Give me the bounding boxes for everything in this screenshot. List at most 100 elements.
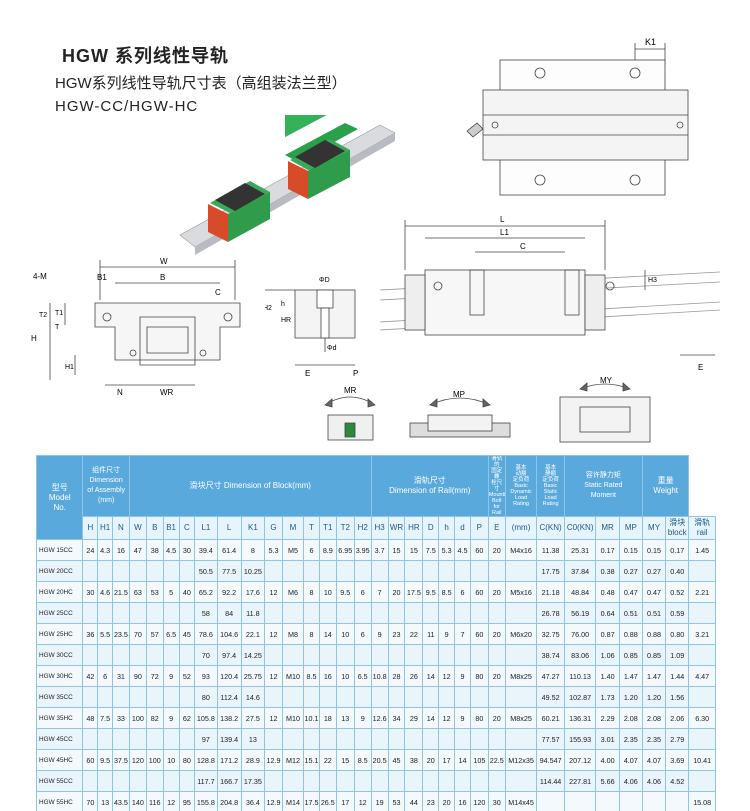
col-block: 滑块尺寸 Dimension of Block(mm): [128, 455, 372, 517]
table-cell: M5x16: [504, 581, 538, 603]
table-cell: [281, 770, 305, 792]
table-cell: 171.2: [216, 749, 242, 771]
table-cell: [97, 728, 113, 750]
table-cell: 12.9: [264, 791, 283, 811]
table-cell: [387, 728, 406, 750]
table-cell: 6.5: [353, 665, 372, 687]
label-k1: K1: [645, 37, 656, 47]
table-cell: [111, 686, 130, 708]
table-cell: 155.8: [194, 791, 218, 811]
table-cell: 1.20: [641, 686, 667, 708]
table-cell: 38: [404, 749, 424, 771]
table-cell: [504, 770, 538, 792]
table-cell: [353, 602, 372, 624]
table-cell: [404, 602, 424, 624]
table-cell: 72: [145, 665, 164, 687]
label-w: W: [160, 257, 168, 266]
model-codes: HGW-CC/HGW-HC: [55, 98, 199, 115]
col-dynamic: 基本 动额 定负荷 Basic Dynamic Load Rating: [504, 455, 538, 517]
table-cell: 17.35: [240, 770, 266, 792]
table-cell: [469, 602, 489, 624]
table-cell: [370, 686, 389, 708]
table-cell: 57: [145, 623, 164, 645]
table-cell: 100: [145, 749, 164, 771]
model-cell: HGW 30CC: [36, 644, 84, 666]
table-cell: [404, 686, 424, 708]
table-cell: [162, 728, 180, 750]
table-cell: [422, 770, 440, 792]
label-p: P: [353, 369, 358, 378]
table-cell: [162, 602, 180, 624]
table-cell: [487, 644, 506, 666]
table-cell: M12x35: [504, 749, 538, 771]
table-cell: [353, 560, 372, 582]
table-cell: M8x25: [504, 665, 538, 687]
table-cell: 20: [487, 539, 506, 561]
table-cell: 9: [370, 623, 389, 645]
table-cell: 60: [469, 539, 489, 561]
col-rail: 滑轨尺寸 Dimension of Rail(mm): [370, 455, 489, 517]
table-cell: 8.5: [353, 749, 372, 771]
table-cell: 117.7: [194, 770, 218, 792]
table-cell: 14: [318, 623, 337, 645]
table-cell: 6: [303, 539, 320, 561]
table-cell: 10.8: [370, 665, 389, 687]
table-cell: 18: [318, 707, 337, 729]
table-cell: 15.1: [303, 749, 320, 771]
table-cell: 112.4: [216, 686, 242, 708]
table-cell: 80: [469, 707, 489, 729]
table-cell: [438, 602, 456, 624]
table-cell: [178, 728, 196, 750]
table-cell: 65.2: [194, 581, 218, 603]
table-cell: [318, 602, 337, 624]
table-cell: 4.3: [97, 539, 113, 561]
table-cell: [504, 644, 538, 666]
table-cell: 12: [264, 623, 283, 645]
table-cell: 4.52: [665, 770, 690, 792]
table-cell: 6.95: [335, 539, 355, 561]
table-cell: 9: [454, 665, 471, 687]
table-cell: 42: [82, 665, 99, 687]
table-cell: 0.48: [595, 581, 620, 603]
table-cell: [454, 728, 471, 750]
table-cell: [487, 602, 506, 624]
table-cell: 11.8: [240, 602, 266, 624]
label-h3: H3: [648, 277, 657, 284]
table-cell: 27.5: [240, 707, 266, 729]
table-cell: 8.9: [318, 539, 337, 561]
table-cell: M8x25: [504, 707, 538, 729]
subheader-cell: L1: [194, 516, 218, 540]
label-e2: E: [698, 363, 703, 372]
table-cell: 1.56: [665, 686, 690, 708]
table-cell: 4.47: [688, 665, 716, 687]
table-cell: [264, 770, 283, 792]
table-cell: 80: [194, 686, 218, 708]
subheader-cell: D: [422, 516, 440, 540]
table-cell: [404, 644, 424, 666]
table-cell: 5: [162, 581, 180, 603]
table-cell: 1.73: [595, 686, 620, 708]
label-t: T: [55, 324, 60, 331]
table-cell: 47: [128, 539, 147, 561]
table-cell: 17.5: [303, 791, 320, 811]
table-cell: M6x20: [504, 623, 538, 645]
table-cell: 61.4: [216, 539, 242, 561]
table-cell: 0.52: [665, 581, 690, 603]
table-cell: 2.08: [641, 707, 667, 729]
subheader-cell: MP: [618, 516, 643, 540]
table-cell: 0.40: [665, 560, 690, 582]
table-cell: 30: [82, 581, 99, 603]
label-mr: MR: [344, 386, 357, 395]
col-static: 基本 静额 定负荷 Basic Static Load Rating: [536, 455, 565, 517]
table-cell: [281, 644, 305, 666]
spec-table: 型号 Model No. 组件尺寸 Dimension of Assembly …: [36, 455, 716, 811]
table-cell: 2.21: [688, 581, 716, 603]
table-cell: [128, 602, 147, 624]
table-cell: 28.9: [240, 749, 266, 771]
table-cell: 1.40: [595, 665, 620, 687]
label-hr: HR: [281, 317, 291, 324]
